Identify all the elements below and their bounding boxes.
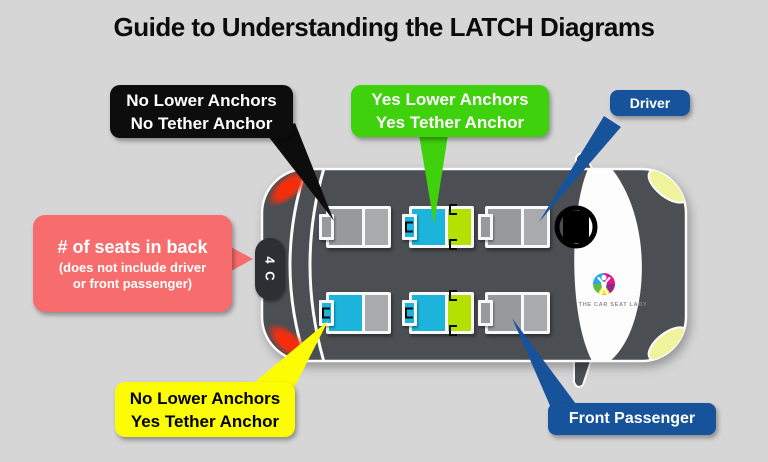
- headrest: [402, 214, 417, 240]
- seat-cushion: [365, 295, 388, 331]
- seat-front-passenger: [478, 292, 550, 334]
- seats-in-back-badge: 4 C: [255, 238, 285, 300]
- headrest: [478, 214, 493, 240]
- callout-tether-only: No Lower Anchors Yes Tether Anchor: [115, 382, 295, 437]
- callout-no-anchors: No Lower Anchors No Tether Anchor: [110, 85, 293, 138]
- callout-yes-anchors: Yes Lower Anchors Yes Tether Anchor: [351, 85, 549, 137]
- callout-seats-in-back: # of seats in back (does not include dri…: [33, 215, 232, 312]
- page-title: Guide to Understanding the LATCH Diagram…: [113, 12, 655, 42]
- seat-back: [329, 209, 363, 245]
- seat-back: [488, 209, 522, 245]
- seat-3rd-row-driver-side: [319, 206, 391, 248]
- seat-cushion: [524, 295, 547, 331]
- tether-anchor-icon: [405, 221, 413, 233]
- seat-2nd-row-passenger-side: [402, 290, 474, 336]
- lower-anchor-icon: [449, 325, 458, 336]
- lower-anchor-icon: [449, 290, 458, 301]
- seat-driver: [478, 206, 550, 248]
- seat-back: [322, 295, 363, 331]
- headrest: [478, 300, 493, 326]
- seat-back: [405, 295, 446, 331]
- lower-anchor-icon: [449, 239, 458, 250]
- seats-in-back-badge-label: 4 C: [262, 255, 278, 283]
- seat-cushion: [448, 290, 471, 336]
- logo-text: THE CAR SEAT LADY: [579, 302, 648, 308]
- callout-driver: Driver: [610, 90, 690, 116]
- seat-3rd-row-passenger-side: [319, 292, 391, 334]
- tether-anchor-icon: [322, 307, 330, 319]
- lower-anchor-icon: [449, 204, 458, 215]
- car-seat-lady-logo: THE CAR SEAT LADY: [579, 273, 648, 308]
- tether-anchor-icon: [405, 307, 413, 319]
- headrest: [402, 300, 417, 326]
- seat-2nd-row-driver-side: [402, 204, 474, 250]
- seat-cushion: [448, 204, 471, 250]
- seat-cushion: [524, 209, 547, 245]
- side-mirror-icon: [573, 357, 594, 388]
- seat-cushion: [365, 209, 388, 245]
- headrest: [319, 214, 334, 240]
- callout-front-passenger: Front Passenger: [548, 403, 716, 435]
